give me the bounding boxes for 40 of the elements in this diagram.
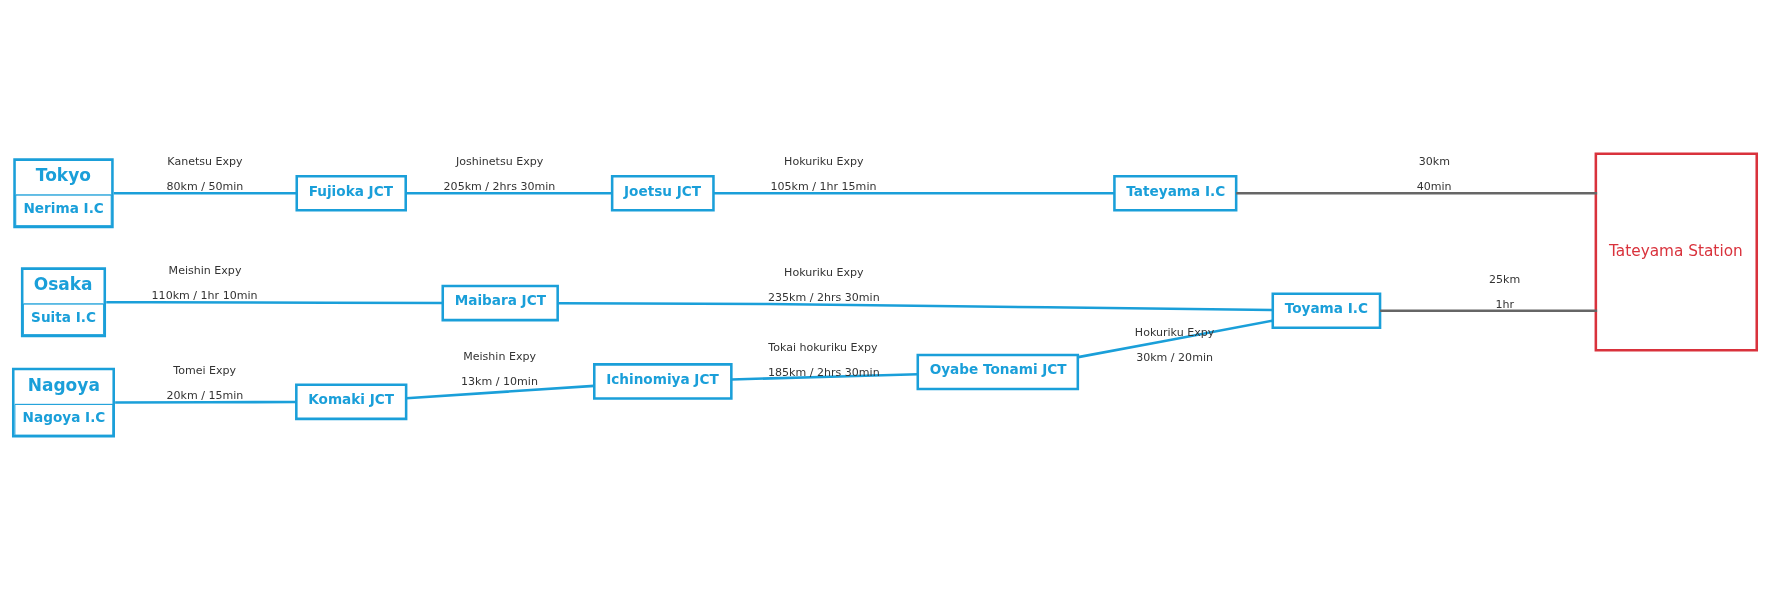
edge-label: 25km bbox=[1489, 272, 1521, 286]
edge-label: 30km bbox=[1418, 155, 1450, 168]
label: 30km / 20min bbox=[1136, 351, 1213, 365]
label: 110km / 1hr 10min bbox=[151, 289, 258, 303]
connector bbox=[557, 302, 1273, 312]
connector bbox=[406, 192, 612, 195]
edge-label: Hokuriku Expy bbox=[784, 265, 864, 279]
connector bbox=[113, 192, 297, 195]
connector bbox=[115, 400, 297, 404]
label: 80km / 50min bbox=[166, 180, 244, 194]
edge-label: Hokuriku Expy bbox=[784, 155, 864, 168]
edge-label: Tomei Expy bbox=[173, 363, 237, 377]
edge-label: Tokai hokuriku Expy bbox=[768, 340, 878, 354]
label: 13km / 10min bbox=[461, 375, 538, 389]
node-box: Maibara JCT bbox=[441, 284, 559, 322]
edge-label: Kanetsu Expy bbox=[167, 155, 243, 168]
node-box: Fujioka JCT bbox=[295, 174, 407, 212]
node-box: Komaki JCT bbox=[295, 383, 408, 421]
label: 105km / 1hr 15min bbox=[770, 180, 877, 194]
node-box: Tateyama Station bbox=[1594, 152, 1758, 352]
connector bbox=[713, 192, 1115, 195]
connector bbox=[1236, 192, 1598, 195]
connector bbox=[1077, 319, 1273, 359]
label: 235km / 2hrs 30min bbox=[767, 290, 880, 304]
connector bbox=[406, 384, 595, 400]
connector bbox=[1380, 309, 1598, 313]
edge-label: Joshinetsu Expy bbox=[455, 155, 544, 168]
label: 1hr bbox=[1495, 297, 1514, 311]
connector bbox=[731, 373, 918, 381]
connector bbox=[106, 300, 443, 305]
node-box: Oyabe Tonami JCT bbox=[916, 353, 1080, 391]
edge-label: Meishin Expy bbox=[463, 349, 536, 363]
node-box: Ichinomiya JCT bbox=[593, 363, 733, 400]
label: 205km / 2hrs 30min bbox=[443, 180, 556, 194]
node-box: Tateyama I.C bbox=[1113, 174, 1238, 212]
node-box: Toyama I.C bbox=[1271, 292, 1382, 330]
label: 20km / 15min bbox=[166, 388, 244, 402]
node-box: Joetsu JCT bbox=[610, 174, 715, 212]
label: 40min bbox=[1416, 180, 1452, 194]
edge-label: Meishin Expy bbox=[168, 263, 242, 277]
